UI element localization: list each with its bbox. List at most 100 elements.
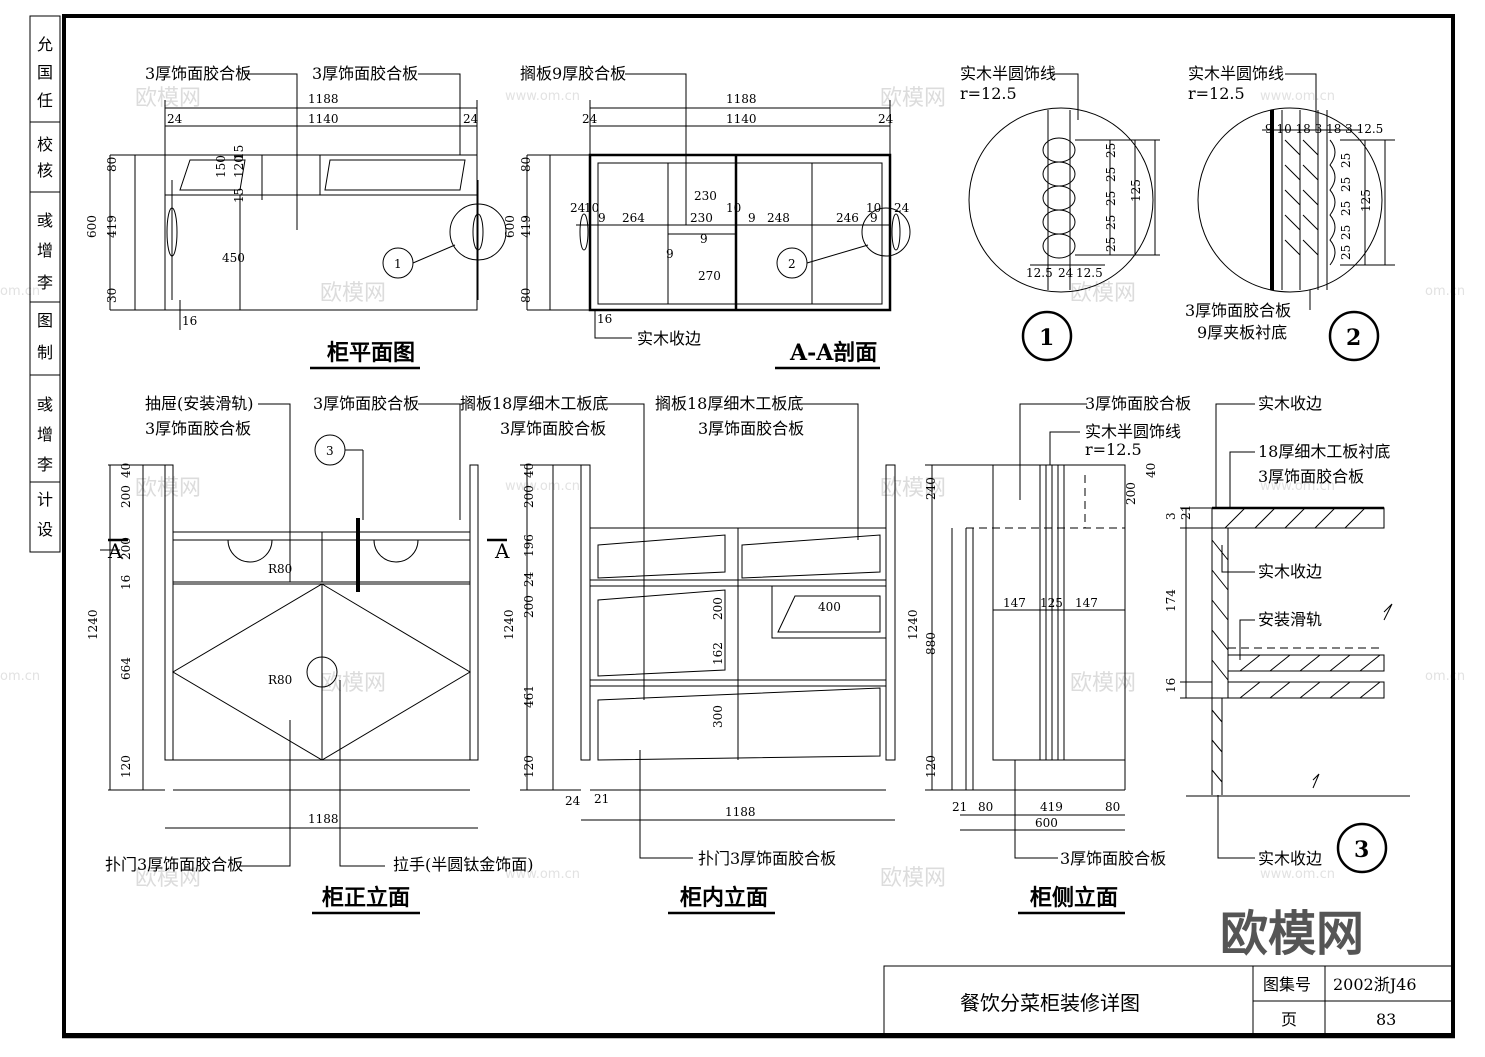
detail-label: 3厚饰面胶合板 xyxy=(1185,301,1291,320)
dim-text: 147 xyxy=(1003,596,1026,610)
dim-text: 80 xyxy=(105,157,119,172)
radius-text: R80 xyxy=(268,562,292,576)
sidebar-label: 李 xyxy=(37,273,53,292)
watermark-text: 欧模网 xyxy=(135,866,201,891)
dim-text: 24 xyxy=(565,794,581,808)
dim-text: 24 xyxy=(570,201,586,215)
page-label: 页 xyxy=(1281,1010,1297,1029)
dim-text: 25 xyxy=(1104,167,1118,182)
atlas-number: 2002浙J46 xyxy=(1333,975,1417,994)
dim-text: 12.5 xyxy=(1076,266,1103,280)
dim-text: 120 xyxy=(924,755,938,778)
dim-text: 40 xyxy=(1144,463,1158,478)
dim-text: 25 xyxy=(1339,153,1353,168)
signature-column: 允 国 任 校 核 彧 增 李 图 制 彧 增 李 计 设 xyxy=(29,15,61,553)
dim-text: 200 xyxy=(119,537,133,560)
sidebar-label: 设 xyxy=(37,520,53,539)
watermark-text: 欧模网 xyxy=(1070,671,1136,696)
dim-text: 1140 xyxy=(726,112,757,126)
dim-text: 600 xyxy=(1035,816,1058,830)
watermark-url: www.om.cn xyxy=(1260,867,1335,882)
dim-text: 1188 xyxy=(308,812,339,826)
sidebar-label: 计 xyxy=(37,490,53,509)
dim-text: 200 xyxy=(522,485,536,508)
interior-label: 3厚饰面胶合板 xyxy=(500,419,606,438)
side-label: 3厚饰面胶合板 xyxy=(1085,394,1191,413)
detail-callout-circle xyxy=(449,203,507,261)
detail-1: 实木半圆饰线 r=12.5 25 25 25 25 25 125 12.5 24… xyxy=(960,64,1160,362)
side-radius: r=12.5 xyxy=(1085,440,1142,459)
dim-text: 16 xyxy=(597,312,612,326)
dim-text: 246 xyxy=(836,211,859,225)
dim-text: 400 xyxy=(818,600,841,614)
dim-text: 40 xyxy=(522,463,536,478)
interior-title: 柜内立面 xyxy=(680,885,768,911)
section-title: A-A剖面 xyxy=(789,340,877,366)
dim-text: 248 xyxy=(767,211,790,225)
dim-text: 25 xyxy=(1339,225,1353,240)
dim-text: 120 xyxy=(232,155,246,178)
watermark-url: www.om.cn xyxy=(505,867,580,882)
sidebar-label: 图 xyxy=(37,311,53,330)
interior-label: 3厚饰面胶合板 xyxy=(698,419,804,438)
dim-text: 3 xyxy=(1164,512,1178,520)
detail-radius: r=12.5 xyxy=(1188,84,1245,103)
sidebar-label: 彧 xyxy=(37,211,53,230)
sidebar-label: 彧 xyxy=(37,395,53,414)
atlas-label: 图集号 xyxy=(1263,975,1311,994)
interior-label: 搁板18厚细木工板底 xyxy=(655,394,803,413)
detail-3: 实木收边 18厚细木工板衬底 3厚饰面胶合板 实木收边 安装滑轨 实木收边 3 … xyxy=(1164,394,1410,874)
detail-2: 实木半圆饰线 r=12.5 9 10 18 3 18 3 12.5 25 25 … xyxy=(1185,64,1395,362)
dim-text: 24 xyxy=(167,112,183,126)
dim-text: 240 xyxy=(924,477,938,500)
section-outline xyxy=(588,153,892,312)
dim-text: 1240 xyxy=(906,609,920,640)
dim-text: 419 xyxy=(1040,800,1063,814)
dim-text: 1188 xyxy=(725,805,756,819)
detail-radius: r=12.5 xyxy=(960,84,1017,103)
dim-text: 196 xyxy=(522,534,536,557)
watermark-url: om.cn xyxy=(1425,669,1465,684)
dim-text: 9 10 18 3 18 3 12.5 xyxy=(1265,122,1383,136)
sidebar-label: 任 xyxy=(37,91,53,110)
page-number: 83 xyxy=(1376,1010,1396,1029)
dim-text: 120 xyxy=(522,755,536,778)
dim-text: 174 xyxy=(1164,589,1178,612)
dim-text: 200 xyxy=(522,595,536,618)
dim-text: 9 xyxy=(666,247,674,261)
side-label: 实木半圆饰线 xyxy=(1085,422,1181,441)
plan-label: 3厚饰面胶合板 xyxy=(145,64,251,83)
dim-text: 125 xyxy=(1129,179,1143,202)
dim-text: 150 xyxy=(214,155,228,178)
signature-box xyxy=(29,15,61,553)
dim-text: 21 xyxy=(952,800,967,814)
dim-text: 25 xyxy=(1104,143,1118,158)
watermark-text: 欧模网 xyxy=(320,281,386,306)
sidebar-label: 增 xyxy=(37,241,53,260)
dim-text: 200 xyxy=(1124,482,1138,505)
sidebar-label: 允 xyxy=(37,35,53,54)
watermark-url: om.cn xyxy=(0,669,40,684)
watermark-text: 欧模网 xyxy=(135,86,201,111)
dim-text: 80 xyxy=(1105,800,1120,814)
detail-number-circle xyxy=(1021,310,1073,362)
dim-text: 24 xyxy=(1058,266,1074,280)
dim-text: 230 xyxy=(690,211,713,225)
dim-text: 80 xyxy=(978,800,993,814)
dim-text: 10 xyxy=(726,201,741,215)
watermark-text: 欧模网 xyxy=(1070,281,1136,306)
detail-label: 实木半圆饰线 xyxy=(1188,64,1284,83)
detail-label: 3厚饰面胶合板 xyxy=(1258,467,1364,486)
dim-text: 1240 xyxy=(502,609,516,640)
front-label: 抽屉(安装滑轨) xyxy=(145,394,254,413)
detail-number: 2 xyxy=(1346,325,1361,351)
watermark-url: om.cn xyxy=(0,284,40,299)
dim-text: 80 xyxy=(519,288,533,303)
front-title: 柜正立面 xyxy=(322,885,410,911)
dim-text: 147 xyxy=(1075,596,1098,610)
watermark-text: 欧模网 xyxy=(880,866,946,891)
sidebar-label: 国 xyxy=(37,63,53,82)
side-label: 3厚饰面胶合板 xyxy=(1060,849,1166,868)
front-label: 3厚饰面胶合板 xyxy=(313,394,419,413)
dim-text: 80 xyxy=(519,157,533,172)
